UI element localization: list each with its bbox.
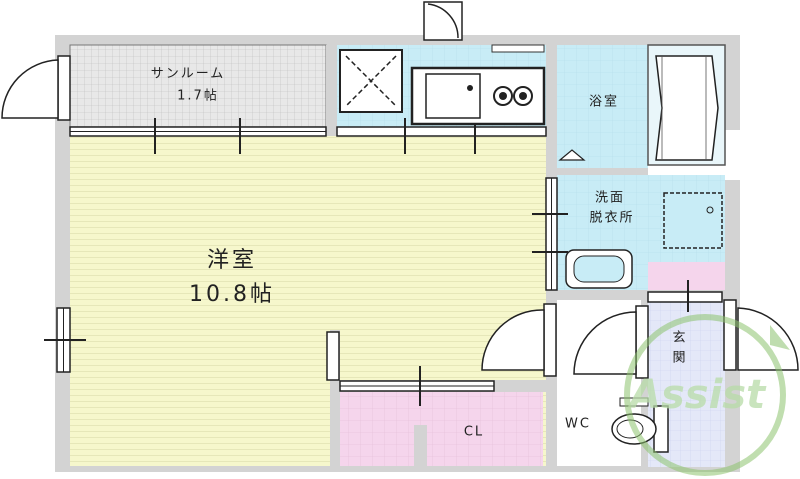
wall [330,330,340,466]
kitchen-fixtures [339,44,546,126]
wall [641,300,648,466]
washroom-line2: 脱衣所 [589,210,635,226]
sunroom-name: サンルーム [150,66,226,82]
washroom-fixtures [565,192,723,289]
entrance-line1: 玄 [672,330,688,346]
sunroom-size: 1.7帖 [177,88,219,104]
wall [557,168,648,175]
closet-floor [340,392,543,466]
windows [44,55,737,406]
watermark-text: Assist [630,372,766,418]
closet-name: CL [463,424,485,440]
bathtub [558,55,719,161]
bath-name: 浴室 [588,94,620,110]
toilet-name: WC [565,416,591,432]
wall [557,290,725,300]
western-room-name: 洋室 [206,248,258,273]
bath-floor [557,45,648,168]
western-room-size: 10.8帖 [189,282,275,307]
entrance-line2: 関 [672,350,688,366]
wall [326,45,337,136]
washroom-line1: 洗面 [594,190,626,206]
shoe-box [648,262,725,292]
assist-logo [624,314,790,476]
closet-divider [414,425,427,469]
doors [1,1,799,375]
